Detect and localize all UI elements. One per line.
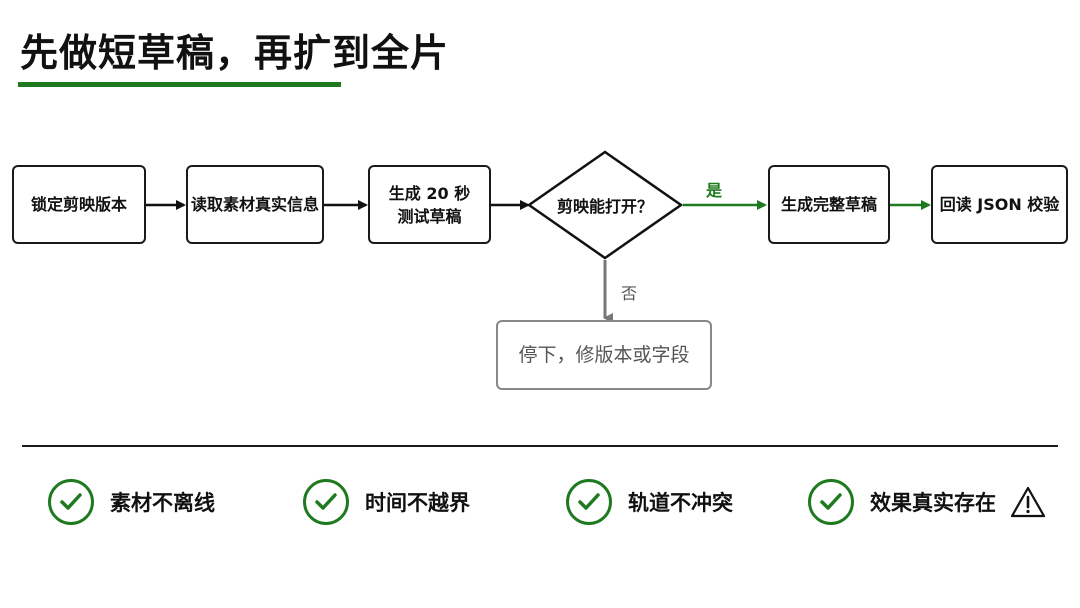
step-label: 回读 JSON 校验 [939,195,1060,214]
check-label: 效果真实存在 [870,491,996,515]
check-circle-icon [48,479,94,525]
check-item-time-bounds: 时间不越界 [303,476,470,528]
check-label: 素材不离线 [110,491,215,515]
check-label: 轨道不冲突 [628,491,733,515]
title-underline [18,82,341,87]
fallback-box: 停下，修版本或字段 [496,320,712,390]
check-circle-icon [808,479,854,525]
step-test-draft: 生成 20 秒 测试草稿 [368,165,491,244]
step-verify-json: 回读 JSON 校验 [931,165,1068,244]
step-label: 生成完整草稿 [780,195,877,214]
check-item-assets-online: 素材不离线 [48,476,215,528]
step-read-assets: 读取素材真实信息 [186,165,324,244]
check-item-track-conflict: 轨道不冲突 [566,476,733,528]
step-label: 生成 20 秒 测试草稿 [388,183,471,226]
check-circle-icon [303,479,349,525]
flow-connectors [146,150,931,323]
warning-triangle-icon [1010,486,1046,518]
check-circle-icon [566,479,612,525]
step-label: 锁定剪映版本 [30,195,127,214]
page-title: 先做短草稿，再扩到全片 [20,31,450,75]
check-label: 时间不越界 [365,491,470,515]
step-full-draft: 生成完整草稿 [768,165,890,244]
section-divider [22,445,1058,447]
check-item-effects-exist: 效果真实存在 [808,476,1046,528]
decision-label: 剪映能打开？ [556,197,653,216]
decision-diamond [526,150,684,260]
step-label: 读取素材真实信息 [190,195,319,214]
no-label: 否 [621,284,638,303]
fallback-label: 停下，修版本或字段 [518,343,690,366]
yes-label: 是 [706,181,723,200]
step-lock-version: 锁定剪映版本 [12,165,146,244]
